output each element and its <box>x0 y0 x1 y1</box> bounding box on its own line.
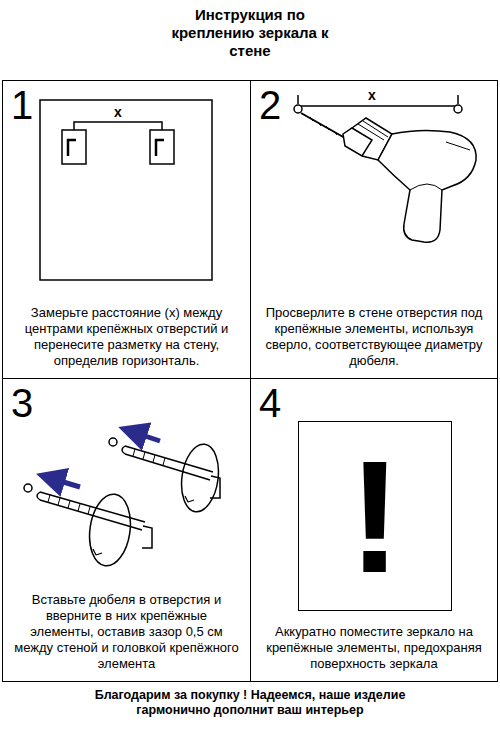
step-number: 1 <box>11 83 33 127</box>
instruction-panel: 2Просверлите в стене отверстия под крепё… <box>250 80 498 379</box>
dimension-label: x <box>114 105 122 119</box>
step-text: Аккуратно поместите зеркало на крепёжные… <box>261 624 487 672</box>
instruction-panel: 3Вставьте дюбеля в отверстия и вверните … <box>2 378 251 682</box>
caption-text: Благодарим за покупку ! Надеемся, наше и… <box>95 688 406 717</box>
step-text: Просверлите в стене отверстия под крепёж… <box>261 305 487 369</box>
drill-illustration <box>294 95 476 242</box>
dowel-screw-illustration <box>24 435 223 568</box>
instruction-panel: 1Замерьте расстояние (х) между центрами … <box>2 80 251 379</box>
warning-sign: ! <box>299 422 451 610</box>
warning-box: ! <box>298 421 452 611</box>
mirror-outline <box>40 100 212 280</box>
step-number: 4 <box>259 381 281 425</box>
step-number: 3 <box>11 381 33 425</box>
dimension-label: x <box>368 88 376 102</box>
step-number: 2 <box>259 83 281 127</box>
step-text: Вставьте дюбеля в отверстия и вверните в… <box>13 592 240 672</box>
instruction-panel: 4Аккуратно поместите зеркало на крепёжны… <box>250 378 498 682</box>
step-text: Замерьте расстояние (х) между центрами к… <box>13 305 240 369</box>
page-title: Инструкция по креплению зеркала к стене <box>0 6 500 60</box>
thank-you-note: Благодарим за покупку ! Надеемся, наше и… <box>60 688 440 718</box>
title-text: Инструкция по креплению зеркала к стене <box>170 6 330 60</box>
